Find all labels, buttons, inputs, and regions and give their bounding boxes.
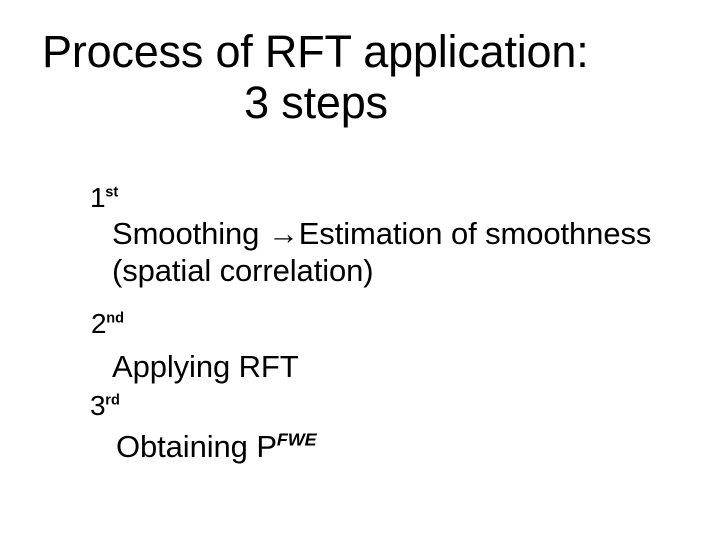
step-1-line-2: (spatial correlation) — [112, 253, 374, 288]
step-marker-1-ordinal: st — [105, 184, 119, 201]
step-marker-2-number: 2 — [91, 308, 107, 339]
step-marker-2: 2nd — [91, 310, 124, 338]
step-marker-1: 1st — [90, 184, 118, 212]
step-marker-3-number: 3 — [90, 390, 106, 421]
step-marker-3: 3rd — [90, 392, 120, 420]
slide-title: Process of RFT application: 3 steps — [42, 26, 590, 128]
slide-title-line-2: 3 steps — [244, 77, 388, 128]
step-3-line-1: Obtaining PFWE — [116, 428, 317, 465]
step-marker-1-number: 1 — [90, 182, 106, 213]
step-3-line-1-base: Obtaining P — [116, 429, 277, 464]
step-marker-2-ordinal: nd — [106, 310, 125, 327]
step-marker-3-ordinal: rd — [105, 392, 120, 409]
step-3-superscript-fwe: FWE — [276, 429, 317, 450]
slide-title-line-1: Process of RFT application: — [42, 26, 589, 77]
step-2-line-1: Applying RFT — [112, 349, 299, 384]
step-1-line-1: Smoothing →Estimation of smoothness — [112, 216, 652, 251]
